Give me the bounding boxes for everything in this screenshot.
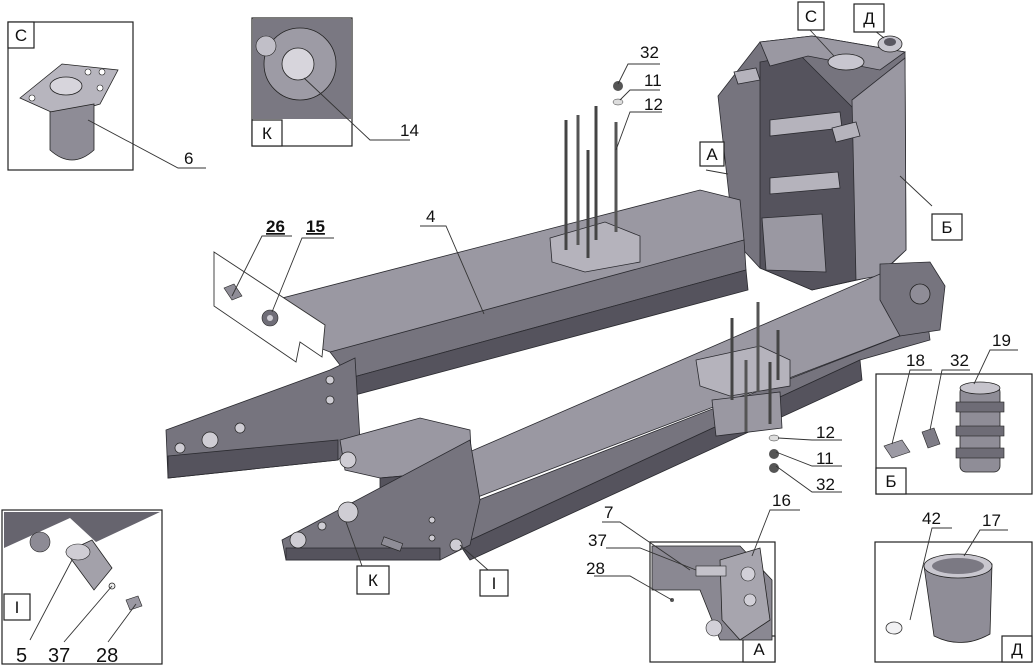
label-part-12-top: 12 <box>644 95 663 114</box>
main-tag-c: С <box>805 7 817 26</box>
view-tag-b: Б <box>885 472 896 491</box>
callout-panel-26-15 <box>213 251 326 363</box>
label-part-42: 42 <box>922 509 941 528</box>
hardware-top <box>612 81 624 106</box>
main-tag-a: А <box>706 145 718 164</box>
label-part-32-b: 32 <box>950 351 969 370</box>
view-tag-c: С <box>15 26 27 45</box>
hardware-bottom <box>768 434 780 473</box>
label-part-28-a: 28 <box>586 559 605 578</box>
main-tag-k: К <box>368 571 378 590</box>
main-frame <box>165 35 946 561</box>
label-part-16: 16 <box>772 491 791 510</box>
label-part-19: 19 <box>992 331 1011 350</box>
label-part-17: 17 <box>982 511 1001 530</box>
label-part-37-i: 37 <box>48 645 70 666</box>
label-part-15: 15 <box>306 217 325 236</box>
label-part-28-i: 28 <box>96 645 118 666</box>
detail-view-a: А <box>649 541 776 663</box>
label-part-32-bottom: 32 <box>816 475 835 494</box>
main-tag-i: I <box>492 574 497 593</box>
label-part-37-a: 37 <box>588 531 607 550</box>
detail-view-b: Б <box>875 373 1033 495</box>
label-part-11-top: 11 <box>644 71 662 90</box>
label-part-7: 7 <box>604 503 613 522</box>
label-part-6: 6 <box>184 149 193 168</box>
detail-view-c: С <box>7 21 134 171</box>
main-view-tags: С Д А Б К I <box>356 1 963 597</box>
label-part-11-bottom: 11 <box>816 449 834 468</box>
detail-view-k: К <box>251 17 353 147</box>
main-tag-d: Д <box>863 9 875 28</box>
label-part-12-bottom: 12 <box>816 423 835 442</box>
detail-view-i: I <box>1 509 163 665</box>
view-tag-k: К <box>262 124 272 143</box>
part-number-labels: 6 14 32 11 12 4 26 15 18 32 19 12 11 32 … <box>16 43 1011 666</box>
view-tag-d: Д <box>1011 640 1023 659</box>
label-part-4: 4 <box>426 207 435 226</box>
main-tag-b: Б <box>941 218 952 237</box>
label-part-18: 18 <box>906 351 925 370</box>
label-part-14: 14 <box>400 121 419 140</box>
view-tag-i: I <box>15 598 20 617</box>
view-tag-a: А <box>753 640 765 659</box>
label-part-32-top: 32 <box>640 43 659 62</box>
detail-view-d: Д <box>874 541 1033 663</box>
label-part-26: 26 <box>266 217 285 236</box>
label-part-5: 5 <box>16 645 27 666</box>
